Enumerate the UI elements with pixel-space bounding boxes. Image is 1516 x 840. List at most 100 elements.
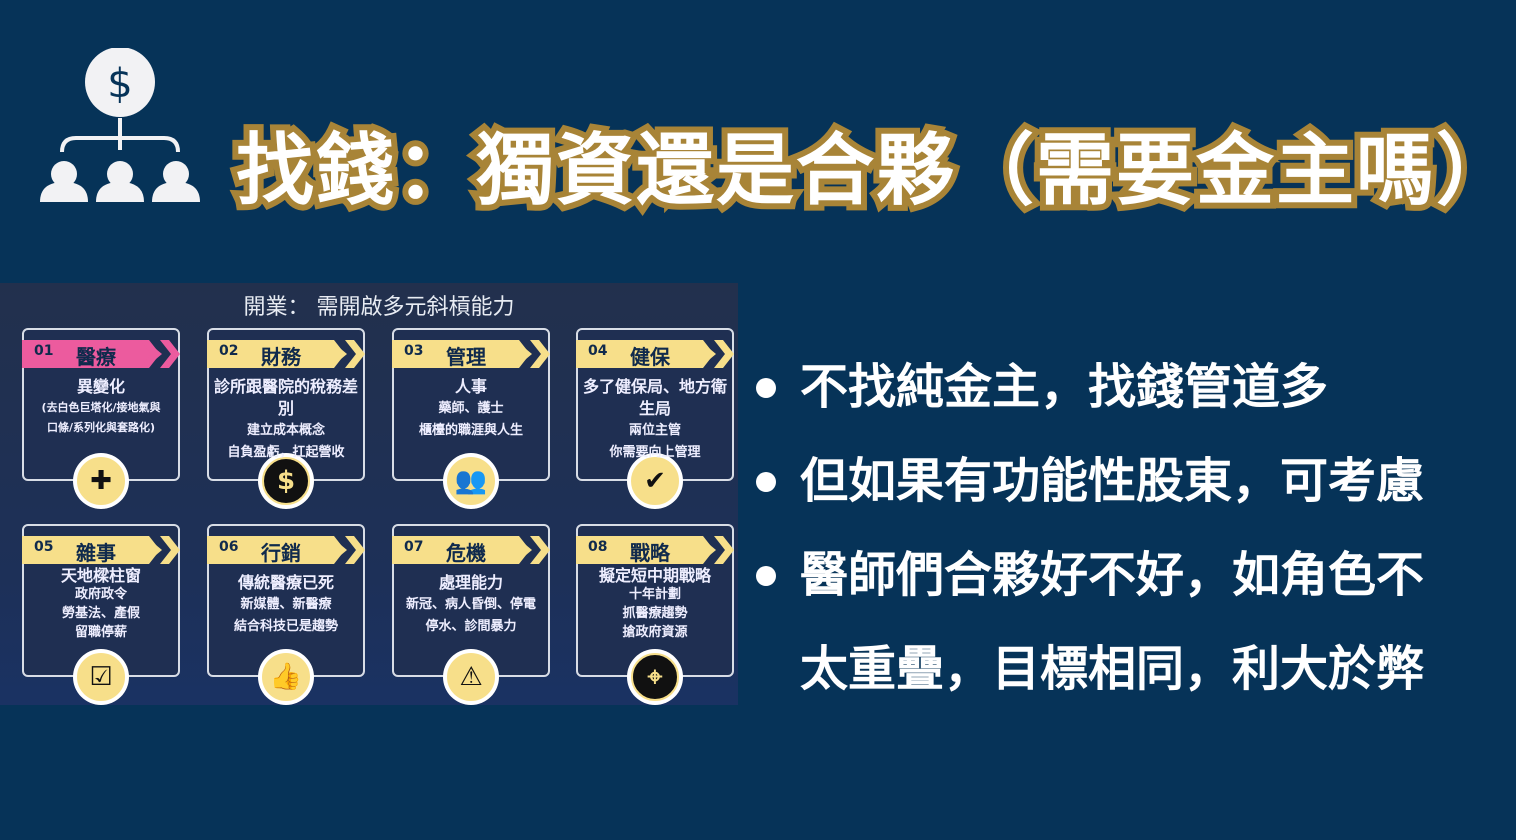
page-title: 找錢：獨資還是合夥（需要金主嗎） <box>230 120 1516 222</box>
card-number: 04 <box>588 343 608 359</box>
card-line: 自負盈虧，扛起營收 <box>227 445 345 460</box>
card-body: 異變化 (去白色巨塔化/接地氣與口條/系列化與套路化) <box>24 376 178 438</box>
card-06: 06 行銷傳統醫療已死新媒體、新醫療結合科技已是趨勢 👍 <box>207 524 365 705</box>
card-line: 異變化 <box>76 377 125 396</box>
bullet-dot <box>756 378 776 398</box>
card-number: 05 <box>34 539 54 555</box>
card-body: 擬定短中期戰略十年計劃抓醫療趨勢搶政府資源 <box>578 566 732 642</box>
card-line: 多了健保局、地方衛生局 <box>582 377 727 418</box>
dollar-coin-icon-glyph: $ <box>262 457 310 505</box>
card-line: 擬定短中期戰略 <box>598 566 711 585</box>
card-title: 行銷 <box>261 541 301 565</box>
social-media-icon: 👍 <box>258 649 314 705</box>
card-line: 天地樑柱窗 <box>60 566 141 585</box>
card-body: 天地樑柱窗政府政令勞基法、產假留職停薪 <box>24 566 178 642</box>
chevron-icon <box>160 340 180 368</box>
card-number: 07 <box>404 539 424 555</box>
card-line: 停水、診間暴力 <box>425 619 517 634</box>
card-line: 口條/系列化與套路化) <box>46 421 156 434</box>
shield-check-icon-glyph: ✔ <box>631 457 679 505</box>
card-line: 新媒體、新醫療 <box>240 597 332 612</box>
card-body: 傳統醫療已死新媒體、新醫療結合科技已是趨勢 <box>209 572 363 638</box>
bullet-text: 太重疊，目標相同，利大於弊 <box>800 641 1425 697</box>
chevron-icon <box>530 340 550 368</box>
target-icon: ⌖ <box>627 649 683 705</box>
bullet-item: 醫師們合夥好不好，如角色不 <box>756 528 1424 622</box>
card-07: 07 危機處理能力新冠、病人昏倒、停電停水、診間暴力 ⚠ <box>392 524 550 705</box>
warning-icon-glyph: ⚠ <box>447 653 495 701</box>
card-banner <box>207 536 347 564</box>
card-number: 01 <box>34 343 54 359</box>
card-banner <box>576 536 716 564</box>
team-icon-glyph: 👥 <box>447 457 495 505</box>
card-line: 診所跟醫院的稅務差別 <box>213 377 358 418</box>
card-title: 醫療 <box>76 345 116 369</box>
card-line: 兩位主管 <box>628 423 681 438</box>
card-line: (去白色巨塔化/接地氣與 <box>41 401 161 414</box>
card-number: 08 <box>588 539 608 555</box>
card-05: 05 雜事天地樑柱窗政府政令勞基法、產假留職停薪 ☑ <box>22 524 180 705</box>
card-number: 06 <box>219 539 239 555</box>
card-line: 藥師、護士 <box>438 401 504 416</box>
card-title: 健保 <box>630 345 670 369</box>
bullet-item: 太重疊，目標相同，利大於弊 <box>756 622 1424 716</box>
card-banner <box>392 340 532 368</box>
svg-text:$: $ <box>107 61 132 107</box>
target-icon-glyph: ⌖ <box>631 653 679 701</box>
card-02: 02 財務診所跟醫院的稅務差別建立成本概念自負盈虧，扛起營收$ <box>207 328 365 509</box>
card-number: 03 <box>404 343 424 359</box>
team-icon: 👥 <box>443 453 499 509</box>
card-title: 財務 <box>261 345 301 369</box>
checklist-icon: ☑ <box>73 649 129 705</box>
bullet-dot <box>756 472 776 492</box>
bullet-text: 但如果有功能性股東，可考慮 <box>800 453 1425 509</box>
card-line: 處理能力 <box>438 573 503 592</box>
card-banner <box>22 340 162 368</box>
card-line: 櫃檯的職涯與人生 <box>418 423 523 438</box>
card-line: 建立成本概念 <box>246 423 325 438</box>
card-04: 04 健保多了健保局、地方衛生局兩位主管你需要向上管理✔ <box>576 328 734 509</box>
chevron-icon <box>530 536 550 564</box>
card-line: 傳統醫療已死 <box>237 573 334 592</box>
warning-icon: ⚠ <box>443 649 499 705</box>
bullet-text: 醫師們合夥好不好，如角色不 <box>800 547 1425 603</box>
panel-title: 開業： 需開啟多元斜槓能力 <box>243 295 515 320</box>
card-line: 人事 <box>454 377 487 396</box>
card-line: 你需要向上管理 <box>609 445 701 460</box>
card-title: 戰略 <box>630 541 670 565</box>
card-banner <box>207 340 347 368</box>
card-body: 診所跟醫院的稅務差別建立成本概念自負盈虧，扛起營收 <box>209 376 363 464</box>
card-line: 結合科技已是趨勢 <box>233 619 338 634</box>
shield-check-icon: ✔ <box>627 453 683 509</box>
dollar-coin-icon: $ <box>258 453 314 509</box>
card-title: 管理 <box>446 345 486 369</box>
chevron-icon <box>345 340 365 368</box>
bullet-item: 但如果有功能性股東，可考慮 <box>756 434 1424 528</box>
dollar-network-icon: $ <box>40 48 200 202</box>
card-line: 十年計劃 <box>628 587 681 602</box>
card-line: 政府政令 <box>74 587 127 602</box>
card-line: 留職停薪 <box>74 625 127 640</box>
infographic-panel: 開業： 需開啟多元斜槓能力 01 醫療異變化 (去白色巨塔化/接地氣與口條/系列化與… <box>0 283 738 705</box>
medical-cross-icon-glyph: ✚ <box>77 457 125 505</box>
chevron-icon <box>160 536 180 564</box>
card-03: 03 管理人事藥師、護士櫃檯的職涯與人生 👥 <box>392 328 550 509</box>
card-line: 新冠、病人昏倒、停電 <box>405 597 536 612</box>
chevron-icon <box>714 340 734 368</box>
chevron-icon <box>345 536 365 564</box>
checklist-icon-glyph: ☑ <box>77 653 125 701</box>
card-banner <box>576 340 716 368</box>
card-number: 02 <box>219 343 239 359</box>
chevron-icon <box>714 536 734 564</box>
bullet-dot <box>756 566 776 586</box>
card-body: 人事藥師、護士櫃檯的職涯與人生 <box>394 376 548 442</box>
card-01: 01 醫療異變化 (去白色巨塔化/接地氣與口條/系列化與套路化) ✚ <box>22 328 180 509</box>
bullet-list: 不找純金主，找錢管道多 但如果有功能性股東，可考慮 醫師們合夥好不好，如角色不 … <box>756 340 1424 716</box>
card-title: 危機 <box>446 541 486 565</box>
card-line: 搶政府資源 <box>622 625 688 640</box>
medical-cross-icon: ✚ <box>73 453 129 509</box>
card-line: 勞基法、產假 <box>61 606 140 621</box>
card-title: 雜事 <box>76 541 116 565</box>
bullet-text: 不找純金主，找錢管道多 <box>800 359 1329 415</box>
